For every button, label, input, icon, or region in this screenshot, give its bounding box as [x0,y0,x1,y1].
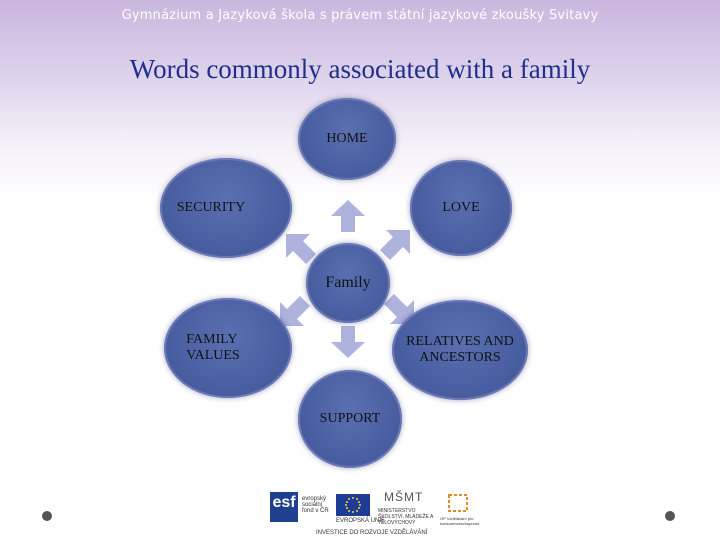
arrow-up [331,200,365,232]
arrow-up-right [380,230,410,260]
node-security: SECURITY [160,158,292,258]
node-home: HOME [298,98,396,180]
op-subtext: OP Vzdělávání pro konkurenceschopnost [440,516,479,526]
node-support: SUPPORT [298,370,402,468]
right-bullet-dot [665,511,675,521]
esf-subtext: evropský sociální fond v ČR [302,496,329,514]
node-family-label: Family [325,273,371,291]
arrow-down-left [280,296,310,326]
node-home-label: HOME [326,130,368,146]
esf-logo [270,492,298,522]
footer-tagline: INVESTICE DO ROZVOJE VZDĚLÁVÁNÍ [316,530,428,536]
node-family-values-label: FAMILY VALUES [186,331,240,363]
left-bullet-dot [42,511,52,521]
eu-subtext: EVROPSKÁ UNIE [336,518,386,524]
msmt-subtext: MINISTERSTVO ŠKOLSTVÍ, MLÁDEŽE A TĚLOVÝC… [378,508,434,526]
arrow-down-right [384,294,414,324]
node-support-label: SUPPORT [319,410,381,426]
arrow-down [331,326,365,358]
eu-flag-logo [336,494,370,516]
footer-logos: esf evropský sociální fond v ČR EVROPSKÁ… [268,490,479,538]
node-love: LOVE [410,160,512,256]
msmt-logo-text: MŠMT [384,490,424,504]
arrow-up-left [286,234,316,264]
eu-stars-icon [345,497,361,513]
slide-title: Words commonly associated with a family [129,54,591,84]
node-security-label: SECURITY [176,199,246,215]
esf-logo-text: esf [272,494,296,511]
node-family-center: Family [306,243,390,323]
node-relatives-label: RELATIVES AND ANCESTORS [406,333,514,365]
school-header: Gymnázium a Jazyková škola s právem stát… [121,8,599,23]
node-relatives: RELATIVES AND ANCESTORS [392,300,528,400]
node-family-values: FAMILY VALUES [164,298,292,398]
op-logo-icon [448,494,468,512]
node-love-label: LOVE [442,199,480,215]
